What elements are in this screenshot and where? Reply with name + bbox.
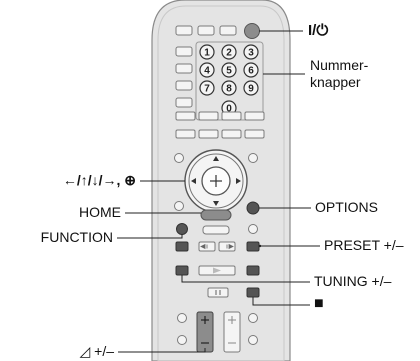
label-number-keys-line2: knapper (310, 74, 361, 90)
play-icon (213, 267, 221, 274)
preset-row[interactable] (175, 241, 260, 252)
left-small-button[interactable] (174, 201, 184, 211)
number-key-label: 2 (226, 48, 232, 59)
function-button[interactable] (176, 223, 188, 235)
number-key-label: 1 (204, 48, 210, 59)
label-function: FUNCTION (40, 229, 113, 245)
navigation-ring[interactable] (184, 149, 248, 213)
label-navigation: ←/↑/↓/→, ⊕ (62, 172, 136, 188)
number-key-7[interactable] (199, 80, 215, 96)
center-small-button[interactable] (202, 225, 230, 235)
number-key-label: 3 (248, 48, 254, 59)
power-button[interactable] (244, 23, 260, 39)
number-key-label: 4 (204, 66, 210, 77)
second-rocker[interactable] (223, 311, 241, 353)
stop-icon: ■ (314, 295, 324, 312)
right-small-button[interactable] (248, 224, 258, 234)
number-key-label: 7 (204, 84, 210, 95)
volume-rocker[interactable] (196, 311, 214, 353)
number-key-8[interactable] (221, 80, 237, 96)
nav-side-buttons[interactable] (174, 153, 258, 163)
number-key-3[interactable] (243, 44, 259, 60)
callout-dot (258, 244, 262, 248)
number-key-label: 8 (226, 84, 232, 95)
home-button[interactable] (200, 209, 232, 221)
wide-button-rows[interactable] (175, 111, 265, 139)
left-column-buttons[interactable] (175, 46, 193, 108)
number-key-label: 6 (248, 66, 254, 77)
number-key-6[interactable] (243, 62, 259, 78)
number-key-1[interactable] (199, 44, 215, 60)
bottom-small-buttons[interactable] (177, 313, 258, 345)
label-options: OPTIONS (315, 199, 379, 215)
label-volume: ◿ +/– (79, 343, 114, 359)
label-power: I/⏻ (308, 22, 329, 39)
label-number-keys-line1: Nummer- (310, 57, 369, 73)
label-home: HOME (79, 204, 121, 220)
callout-lines (117, 30, 320, 353)
number-key-4[interactable] (199, 62, 215, 78)
options-button[interactable] (246, 201, 260, 215)
label-preset: PRESET +/– (324, 237, 404, 253)
number-key-label: 9 (248, 84, 254, 95)
number-key-2[interactable] (221, 44, 237, 60)
top-row-buttons[interactable] (175, 25, 237, 36)
number-key-9[interactable] (243, 80, 259, 96)
number-key-label: 5 (226, 66, 232, 77)
number-key-label: 0 (226, 104, 232, 115)
pause-stop-row[interactable] (207, 287, 260, 298)
number-key-5[interactable] (221, 62, 237, 78)
pause-icon (215, 290, 221, 295)
label-tuning: TUNING +/– (314, 273, 392, 289)
